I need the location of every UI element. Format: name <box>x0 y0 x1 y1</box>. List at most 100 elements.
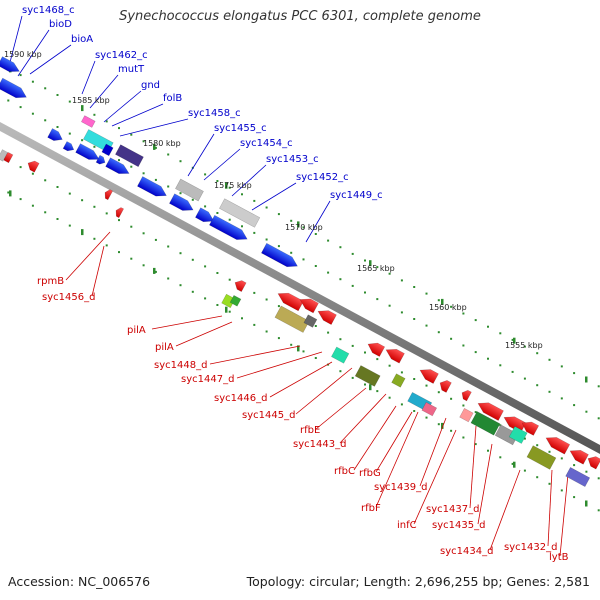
callout-line <box>269 361 333 398</box>
gene-feature[interactable] <box>421 401 438 417</box>
gene-feature[interactable] <box>437 378 452 393</box>
gene-label-syc1455-c[interactable]: syc1455_c <box>214 123 267 134</box>
tick-dot <box>487 325 489 328</box>
gene-shape <box>277 292 304 312</box>
gene-feature[interactable] <box>567 446 589 465</box>
gene-feature[interactable] <box>354 365 381 387</box>
gene-label-syc1468-c[interactable]: syc1468_c <box>22 5 75 16</box>
gene-feature[interactable] <box>229 295 242 307</box>
gene-feature[interactable] <box>103 188 113 201</box>
gene-feature[interactable] <box>460 388 472 402</box>
gene-label-syc1445-d[interactable]: syc1445_d <box>242 410 295 421</box>
tick-dot <box>597 385 600 388</box>
gene-feature[interactable] <box>195 207 216 226</box>
gene-feature[interactable] <box>475 398 504 421</box>
gene-label-rfbg[interactable]: rfbG <box>359 468 381 479</box>
tick-dot <box>425 324 428 327</box>
gene-feature[interactable] <box>519 418 540 436</box>
gene-label-pila-2[interactable]: pilA <box>155 342 174 353</box>
callout-line <box>413 429 457 525</box>
gene-label-rfbc[interactable]: rfbC <box>334 466 355 477</box>
gene-label-mutt[interactable]: mutT <box>118 64 145 75</box>
gene-feature[interactable] <box>137 176 169 201</box>
gene-label-rpmb[interactable]: rpmB <box>37 276 64 287</box>
gene-feature[interactable] <box>95 154 107 166</box>
tick-dot <box>216 212 219 214</box>
gene-feature[interactable] <box>175 178 204 202</box>
gene-label-infc[interactable]: infC <box>397 520 417 531</box>
gene-feature[interactable] <box>0 56 22 76</box>
tick-dot <box>314 325 317 327</box>
gene-feature[interactable] <box>169 193 195 215</box>
gene-feature[interactable] <box>297 295 319 314</box>
major-tick <box>585 500 588 507</box>
gene-label-syc1456-d[interactable]: syc1456_d <box>42 292 95 303</box>
gene-feature[interactable] <box>459 407 474 423</box>
gene-feature[interactable] <box>26 159 40 173</box>
gene-feature[interactable] <box>0 77 29 102</box>
gene-label-syc1454-c[interactable]: syc1454_c <box>240 138 293 149</box>
tick-dot <box>179 192 182 195</box>
gene-label-syc1446-d[interactable]: syc1446_d <box>214 393 267 404</box>
gene-label-syc1437-d[interactable]: syc1437_d <box>426 504 479 515</box>
gene-feature[interactable] <box>209 214 249 244</box>
callout-line <box>89 74 119 109</box>
gene-feature[interactable] <box>274 305 310 333</box>
gene-label-lytb[interactable]: lytB <box>549 552 569 563</box>
gene-feature[interactable] <box>101 143 114 157</box>
gene-feature[interactable] <box>315 306 337 325</box>
gene-feature[interactable] <box>62 141 76 153</box>
gene-label-syc1449-c[interactable]: syc1449_c <box>330 190 383 201</box>
gene-feature[interactable] <box>331 346 350 364</box>
gene-feature[interactable] <box>221 293 236 309</box>
gene-label-rfbf[interactable]: rfbF <box>361 503 381 514</box>
gene-label-syc1434-d[interactable]: syc1434_d <box>440 546 493 557</box>
gene-shape <box>219 198 261 228</box>
gene-feature[interactable] <box>303 314 318 328</box>
gene-feature[interactable] <box>275 289 304 312</box>
gene-label-syc1432-d[interactable]: syc1432_d <box>504 542 557 553</box>
gene-feature[interactable] <box>391 373 406 388</box>
gene-label-syc1448-d[interactable]: syc1448_d <box>154 360 207 371</box>
gene-feature[interactable] <box>565 467 591 487</box>
gene-label-bioa[interactable]: bioA <box>71 34 93 45</box>
gene-label-syc1439-d[interactable]: syc1439_d <box>374 482 427 493</box>
gene-shape <box>115 144 144 168</box>
gene-label-syc1447-d[interactable]: syc1447_d <box>181 374 234 385</box>
tick-dot <box>327 271 330 274</box>
gene-feature[interactable] <box>470 411 501 436</box>
gene-label-gnd[interactable]: gnd <box>141 80 160 91</box>
gene-label-syc1458-c[interactable]: syc1458_c <box>188 108 241 119</box>
gene-label-biod[interactable]: bioD <box>49 19 72 30</box>
gene-label-syc1435-d[interactable]: syc1435_d <box>432 520 485 531</box>
callout-line <box>339 393 387 444</box>
tick-dot <box>339 370 342 373</box>
major-tick <box>9 190 12 197</box>
gene-feature[interactable] <box>508 426 528 444</box>
gene-feature[interactable] <box>233 278 247 292</box>
gene-label-rfbe[interactable]: rfbE <box>300 425 320 436</box>
gene-label-syc1452-c[interactable]: syc1452_c <box>296 172 349 183</box>
gene-label-syc1453-c[interactable]: syc1453_c <box>266 154 319 165</box>
gene-label-folb[interactable]: folB <box>163 93 182 104</box>
gene-label-syc1443-d[interactable]: syc1443_d <box>293 439 346 450</box>
gene-feature[interactable] <box>585 454 600 470</box>
gene-feature[interactable] <box>543 433 571 455</box>
gene-shape <box>137 176 167 197</box>
gene-feature[interactable] <box>47 128 65 144</box>
gene-feature[interactable] <box>365 339 386 357</box>
gene-feature[interactable] <box>75 143 102 164</box>
gene-feature[interactable] <box>383 345 405 364</box>
gene-label-pila-1[interactable]: pilA <box>127 325 146 336</box>
gene-feature[interactable] <box>81 115 96 128</box>
gene-feature[interactable] <box>526 445 557 470</box>
gene-feature[interactable] <box>114 206 124 219</box>
gene-feature[interactable] <box>105 157 132 178</box>
gene-feature[interactable] <box>261 242 300 271</box>
gene-feature[interactable] <box>219 198 261 228</box>
gene-feature[interactable] <box>0 149 8 162</box>
gene-label-syc1462-c[interactable]: syc1462_c <box>95 50 148 61</box>
gene-feature[interactable] <box>115 144 144 168</box>
gene-feature[interactable] <box>417 365 439 384</box>
